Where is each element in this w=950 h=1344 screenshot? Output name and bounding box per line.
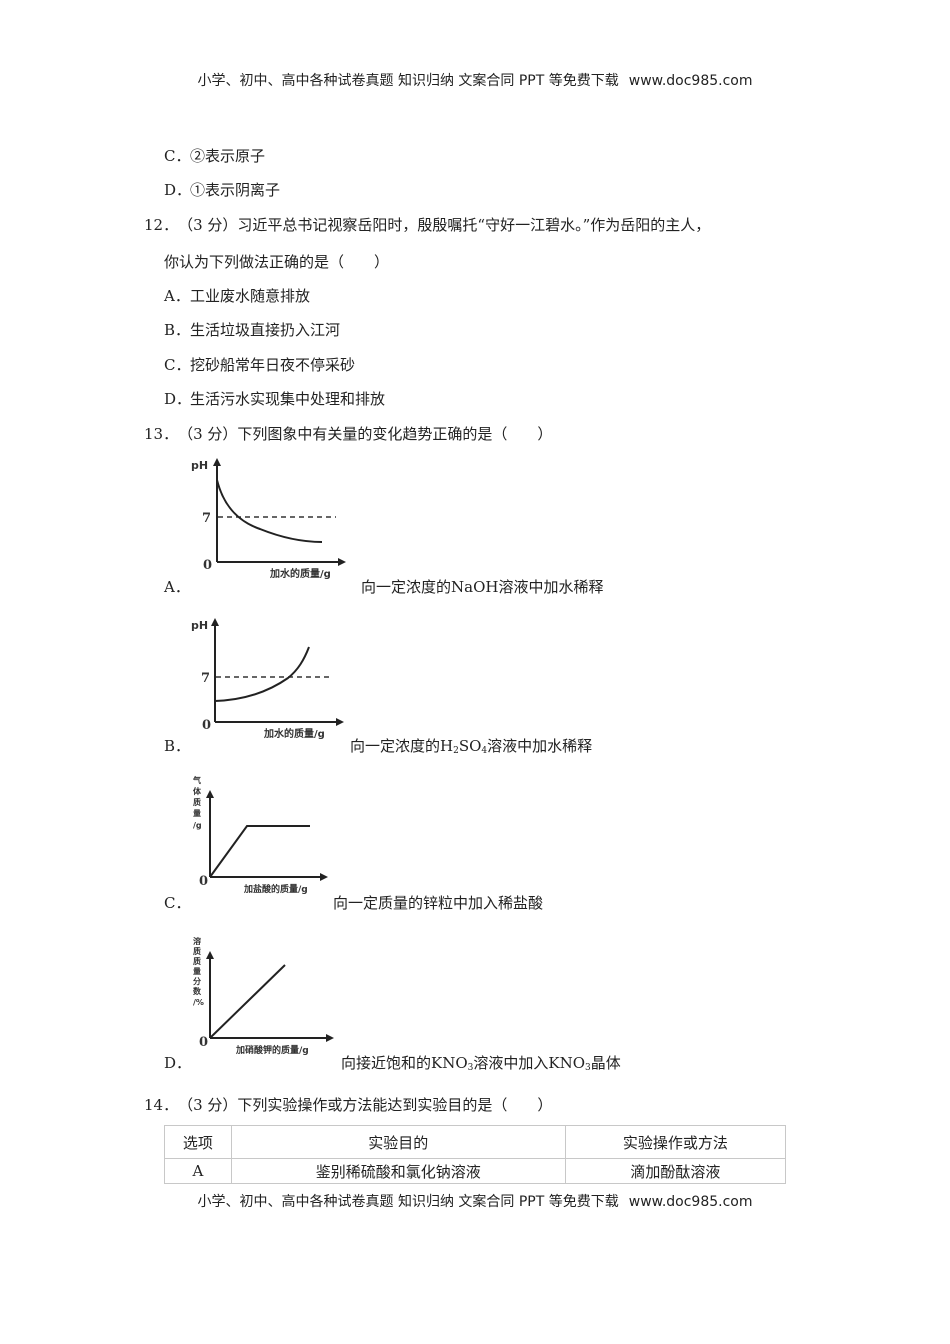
table-cell: 滴加酚酞溶液 (564, 1158, 787, 1184)
y-axis-label-vertical: 溶 质 质 量 分 数 /% (193, 936, 204, 1007)
q11-option-c: C．②表示原子 (164, 146, 265, 166)
q12-option-b: B．生活垃圾直接扔入江河 (164, 320, 340, 340)
footer-banner-url[interactable]: www.doc985.com (628, 1194, 753, 1210)
q13-option-b-letter: B． (164, 737, 191, 755)
q13-stem: 13．（3 分）下列图象中有关量的变化趋势正确的是（ ） (144, 424, 552, 444)
question-score: （3 分） (178, 216, 238, 234)
q12-option-a: A．工业废水随意排放 (164, 286, 310, 306)
svg-text:0: 0 (202, 718, 211, 733)
table-header-row: 选项 实验目的 实验操作或方法 (164, 1125, 787, 1159)
question-number: 14． (144, 1096, 179, 1114)
option-letter: D． (164, 181, 192, 199)
q12-stem-line1: 12．（3 分）习近平总书记视察岳阳时，殷殷嘱托“守好一江碧水。”作为岳阳的主人… (144, 215, 710, 235)
chart-a: pH 7 0 加水的质量/g (190, 456, 350, 581)
svg-text:体: 体 (193, 786, 202, 796)
q13-option-d-caption: 向接近饱和的KNO3溶液中加入KNO3晶体 (341, 1054, 621, 1073)
svg-text:/g: /g (193, 821, 202, 830)
q13-option-a-letter: A． (164, 578, 190, 596)
footer-banner: 小学、初中、高中各种试卷真题 知识归纳 文案合同 PPT 等免费下载 www.do… (0, 1191, 950, 1211)
question-stem: 习近平总书记视察岳阳时，殷殷嘱托“守好一江碧水。”作为岳阳的主人， (237, 216, 711, 234)
header-banner-text: 小学、初中、高中各种试卷真题 知识归纳 文案合同 PPT 等免费下载 (197, 73, 619, 89)
q11-option-d: D．①表示阴离子 (164, 180, 280, 200)
option-letter: C． (164, 147, 191, 165)
option-letter: D． (164, 390, 192, 408)
solute-fraction-chart: 溶 质 质 量 分 数 /% 0 加硝酸钾的质量/g (193, 936, 334, 1056)
question-stem: 下列实验操作或方法能达到实验目的是（ ） (237, 1096, 553, 1114)
question-score: （3 分） (178, 1096, 238, 1114)
option-letter: C． (164, 356, 191, 374)
svg-text:pH: pH (191, 619, 208, 632)
chart-d: 溶 质 质 量 分 数 /% 0 加硝酸钾的质量/g (190, 933, 340, 1058)
option-text: 挖砂船常年日夜不停采砂 (190, 356, 356, 374)
table-row: A 鉴别稀硫酸和氯化钠溶液 滴加酚酞溶液 (164, 1158, 787, 1184)
question-stem: 下列图象中有关量的变化趋势正确的是（ ） (237, 425, 553, 443)
option-text: 生活污水实现集中处理和排放 (190, 390, 386, 408)
q13-option-d-letter: D． (164, 1054, 192, 1072)
svg-text:加水的质量/g: 加水的质量/g (269, 567, 331, 580)
q12-stem-line2: 你认为下列做法正确的是（ ） (164, 253, 390, 271)
option-text: ②表示原子 (190, 147, 266, 165)
question-number: 12． (144, 216, 179, 234)
svg-text:0: 0 (203, 558, 212, 573)
q13-option-c-letter: C． (164, 894, 191, 912)
svg-text:加盐酸的质量/g: 加盐酸的质量/g (243, 883, 308, 895)
option-text: 工业废水随意排放 (190, 287, 311, 305)
table-header-cell: 实验操作或方法 (564, 1125, 787, 1159)
header-banner-url[interactable]: www.doc985.com (628, 73, 753, 89)
svg-text:溶: 溶 (193, 936, 201, 946)
gas-mass-chart: 气 体 质 量 /g 0 加盐酸的质量/g (192, 775, 328, 895)
ph-decreasing-chart: pH 7 0 加水的质量/g (191, 458, 346, 580)
svg-text:量: 量 (193, 808, 201, 818)
table-cell: 鉴别稀硫酸和氯化钠溶液 (230, 1158, 566, 1184)
svg-text:气: 气 (192, 775, 201, 785)
svg-text:7: 7 (201, 671, 210, 686)
q14-stem: 14．（3 分）下列实验操作或方法能达到实验目的是（ ） (144, 1095, 552, 1115)
svg-text:加水的质量/g: 加水的质量/g (263, 727, 325, 740)
chart-b: pH 7 0 加水的质量/g (190, 616, 350, 741)
q13-option-a-caption: 向一定浓度的NaOH溶液中加水稀释 (361, 578, 604, 596)
option-text: ①表示阴离子 (190, 181, 281, 199)
footer-banner-text: 小学、初中、高中各种试卷真题 知识归纳 文案合同 PPT 等免费下载 (197, 1194, 619, 1210)
table-cell: A (164, 1158, 232, 1184)
svg-text:质: 质 (193, 946, 201, 956)
header-banner: 小学、初中、高中各种试卷真题 知识归纳 文案合同 PPT 等免费下载 www.do… (0, 70, 950, 90)
table-header-cell: 实验目的 (230, 1125, 566, 1159)
q13-option-c-caption: 向一定质量的锌粒中加入稀盐酸 (333, 894, 544, 912)
svg-text:加硝酸钾的质量/g: 加硝酸钾的质量/g (235, 1044, 309, 1056)
svg-text:0: 0 (199, 1035, 208, 1050)
svg-text:质: 质 (193, 956, 201, 966)
svg-text:/%: /% (193, 998, 204, 1007)
svg-text:数: 数 (193, 986, 202, 996)
q12-option-c: C．挖砂船常年日夜不停采砂 (164, 355, 355, 375)
svg-text:分: 分 (193, 976, 201, 986)
y-axis-label: pH (191, 459, 208, 472)
ph-increasing-chart: pH 7 0 加水的质量/g (191, 618, 344, 740)
svg-text:7: 7 (202, 511, 211, 526)
table-header-cell: 选项 (164, 1125, 232, 1159)
q13-option-b-caption: 向一定浓度的H2SO4溶液中加水稀释 (350, 737, 593, 756)
svg-text:0: 0 (199, 874, 208, 889)
y-axis-label-vertical: 气 体 质 量 /g (192, 775, 202, 830)
question-number: 13． (144, 425, 179, 443)
option-letter: A． (164, 287, 190, 305)
svg-text:量: 量 (193, 966, 201, 976)
q14-options-table: 选项 实验目的 实验操作或方法 A 鉴别稀硫酸和氯化钠溶液 滴加酚酞溶液 (164, 1125, 787, 1184)
svg-text:质: 质 (193, 797, 201, 807)
chart-c: 气 体 质 量 /g 0 加盐酸的质量/g (190, 772, 340, 897)
option-text: 生活垃圾直接扔入江河 (190, 321, 341, 339)
question-score: （3 分） (178, 425, 238, 443)
q12-option-d: D．生活污水实现集中处理和排放 (164, 389, 385, 409)
option-letter: B． (164, 321, 191, 339)
